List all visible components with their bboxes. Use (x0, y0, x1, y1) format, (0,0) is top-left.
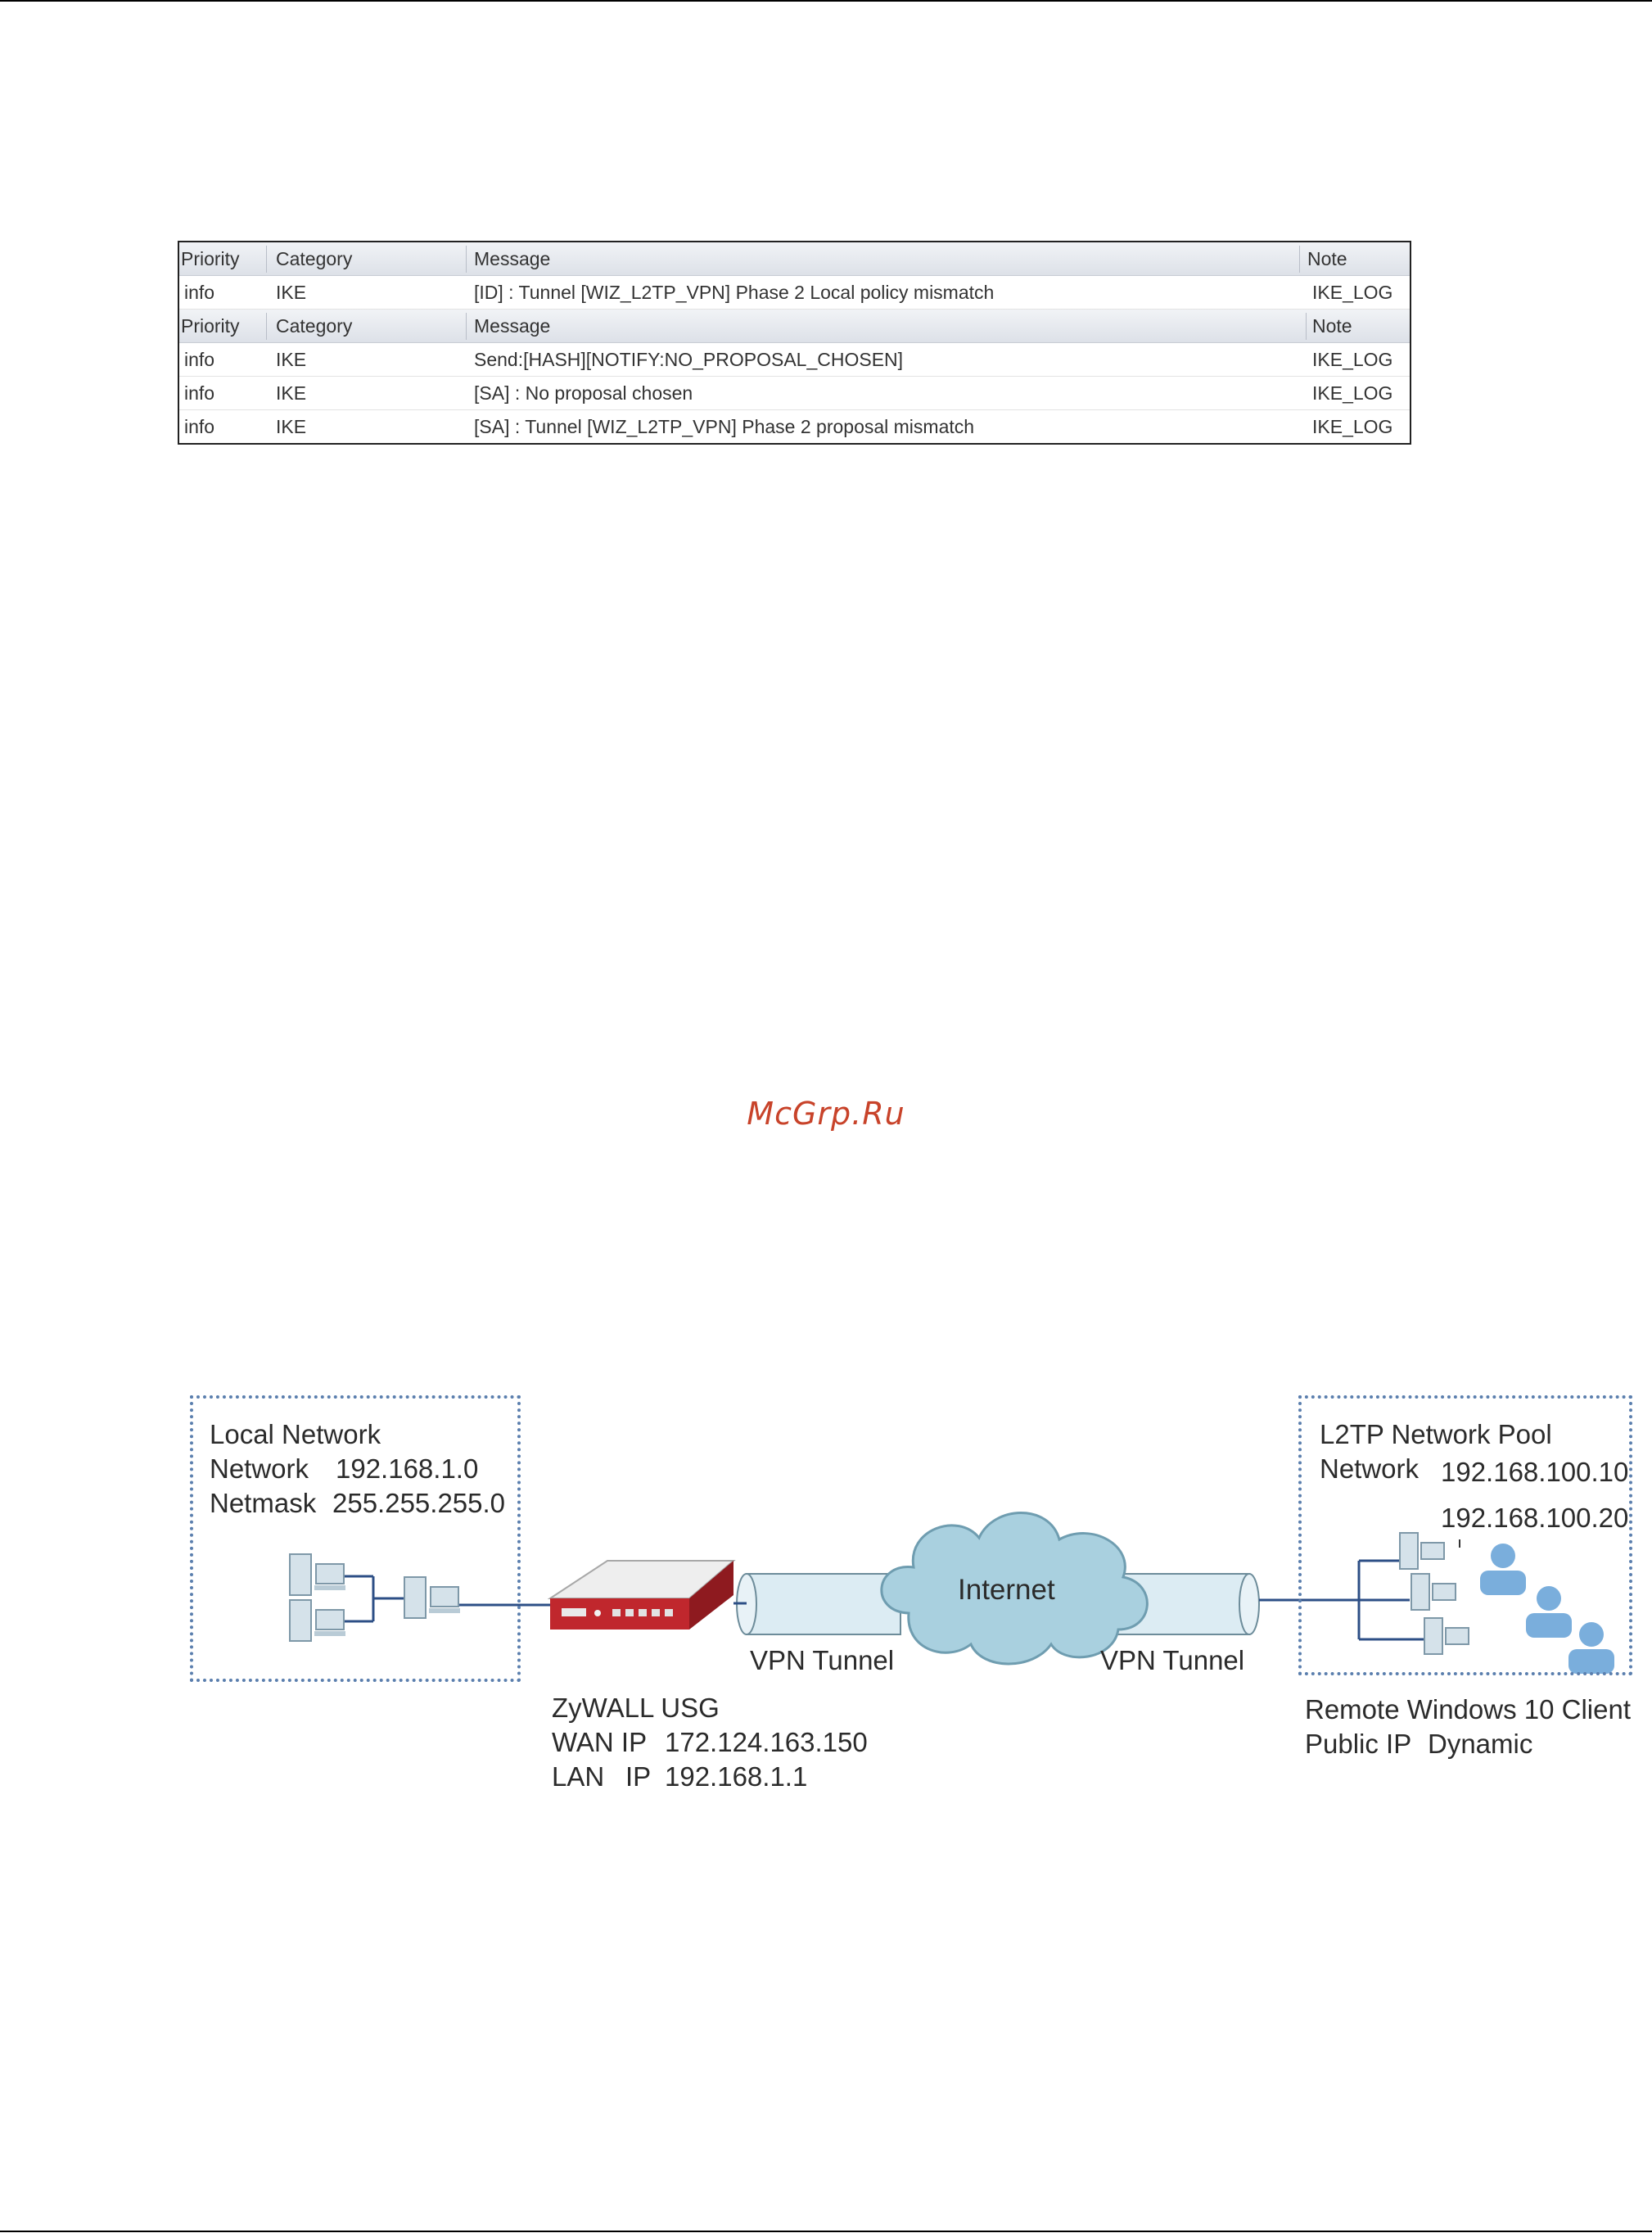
cell-category: IKE (276, 382, 307, 404)
top-rule (0, 0, 1652, 2)
computer-icon (404, 1576, 460, 1619)
cell-note: IKE_LOG (1312, 416, 1393, 437)
cell-message: [ID] : Tunnel [WIZ_L2TP_VPN] Phase 2 Loc… (474, 282, 995, 303)
local-network-box (190, 1395, 521, 1682)
subheader-category: Category (276, 315, 353, 337)
cell-priority: info (184, 349, 215, 370)
table-row: info IKE [ID] : Tunnel [WIZ_L2TP_VPN] Ph… (179, 276, 1410, 310)
computer-icon (289, 1599, 345, 1642)
cell-message: Send:[HASH][NOTIFY:NO_PROPOSAL_CHOSEN] (474, 349, 904, 370)
cell-category: IKE (276, 282, 307, 303)
local-network-value: 192.168.1.0 (336, 1453, 479, 1484)
zywall-wan-label: WAN IP (552, 1727, 648, 1757)
firewall-device-icon (547, 1560, 736, 1630)
cell-category: IKE (276, 416, 307, 437)
zywall-lan-value: 192.168.1.1 (665, 1761, 808, 1792)
user-icon (1480, 1544, 1526, 1595)
zywall-lan-label: LAN (552, 1761, 605, 1792)
cloud-icon (880, 1512, 1149, 1666)
remote-public-ip-label: Public IP (1305, 1729, 1412, 1759)
log-table-subheader: Priority Category Message Note (179, 310, 1410, 343)
log-table: Priority Category Message Note info IKE … (178, 241, 1411, 445)
l2tp-network-label: Network (1320, 1453, 1420, 1484)
cell-priority: info (184, 282, 215, 303)
cell-note: IKE_LOG (1312, 349, 1393, 370)
tunnel-icon (736, 1573, 901, 1635)
cell-category: IKE (276, 349, 307, 370)
remote-public-ip-value: Dynamic (1428, 1729, 1533, 1759)
local-network-label: Network (210, 1453, 309, 1484)
vpn-tunnel-left-label: VPN Tunnel (750, 1645, 895, 1675)
header-message: Message (474, 248, 551, 269)
table-row: info IKE [SA] : No proposal chosen IKE_L… (179, 377, 1410, 410)
user-icon (1526, 1586, 1572, 1638)
remote-links (1259, 1539, 1460, 1641)
local-network-title: Local Network (210, 1419, 381, 1449)
subheader-priority: Priority (181, 315, 240, 337)
log-table-header: Priority Category Message Note (179, 242, 1410, 276)
zywall-wan-value: 172.124.163.150 (665, 1727, 868, 1757)
zywall-lan-ip-label: IP (625, 1761, 652, 1792)
cell-message: [SA] : Tunnel [WIZ_L2TP_VPN] Phase 2 pro… (474, 416, 975, 437)
l2tp-pool-box (1298, 1395, 1632, 1675)
user-icon (1568, 1622, 1614, 1674)
l2tp-range-end: 192.168.100.20 (1441, 1503, 1629, 1533)
table-row: info IKE Send:[HASH][NOTIFY:NO_PROPOSAL_… (179, 343, 1410, 377)
zywall-name: ZyWALL USG (552, 1693, 720, 1723)
subheader-message: Message (474, 315, 551, 337)
bottom-rule (0, 2231, 1652, 2232)
local-netmask-value: 255.255.255.0 (332, 1488, 506, 1518)
computer-icon (1399, 1532, 1445, 1570)
vpn-tunnel-right-label: VPN Tunnel (1100, 1645, 1245, 1675)
internet-label: Internet (958, 1574, 1055, 1606)
header-priority: Priority (181, 248, 240, 269)
header-category: Category (276, 248, 353, 269)
subheader-note: Note (1312, 315, 1352, 337)
table-row: info IKE [SA] : Tunnel [WIZ_L2TP_VPN] Ph… (179, 410, 1410, 444)
computer-icon (289, 1553, 345, 1596)
remote-client-title: Remote Windows 10 Client (1305, 1694, 1631, 1724)
l2tp-range-start: 192.168.100.10 (1441, 1457, 1629, 1487)
computer-icon (1424, 1617, 1469, 1655)
cell-priority: info (184, 382, 215, 404)
watermark: McGrp.Ru (747, 1096, 905, 1132)
header-note: Note (1307, 248, 1347, 269)
cell-priority: info (184, 416, 215, 437)
cell-note: IKE_LOG (1312, 382, 1393, 404)
local-links (344, 1575, 550, 1623)
cell-message: [SA] : No proposal chosen (474, 382, 693, 404)
l2tp-pool-title: L2TP Network Pool (1320, 1419, 1552, 1449)
local-netmask-label: Netmask (210, 1488, 317, 1518)
computer-icon (1411, 1573, 1456, 1611)
cell-note: IKE_LOG (1312, 282, 1393, 303)
